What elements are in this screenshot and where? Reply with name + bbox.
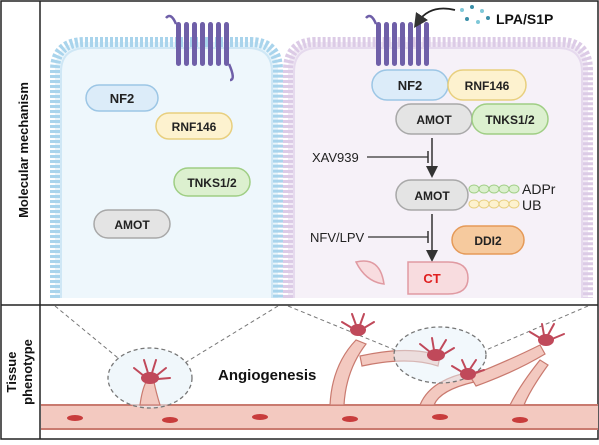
tip-cell-b-icon — [419, 337, 455, 361]
angiogenesis-label: Angiogenesis — [218, 367, 316, 384]
right-amot-modified-pill — [395, 179, 469, 211]
ddi2-label: DDI2 — [474, 234, 502, 248]
inhibitor-nfv-label: NFV/LPV — [310, 230, 365, 245]
tip-cell-c-icon — [451, 359, 485, 380]
right-receptor-icon — [365, 14, 429, 66]
right-tnks-label: TNKS1/2 — [485, 113, 535, 127]
right-amot-modified-label: AMOT — [414, 189, 450, 203]
adpr-label: ADPr — [522, 181, 556, 197]
panel-label-tissue-line2: phenotype — [20, 339, 35, 405]
left-amot-pill — [93, 209, 171, 239]
left-nf2-label: NF2 — [110, 91, 135, 106]
right-rnf146-pill — [447, 69, 527, 101]
ligand-dots-icon — [460, 5, 490, 24]
ligand-binding-arrow — [414, 7, 456, 28]
panel-label-molecular: Molecular mechanism — [16, 82, 31, 218]
right-amot-complex-label: AMOT — [416, 113, 452, 127]
right-sprout-1 — [329, 339, 367, 406]
red-blood-cells-icon — [67, 414, 528, 423]
right-tnks-pill — [471, 103, 549, 135]
tip-cell-d-icon — [529, 323, 565, 346]
right-sprout-4 — [509, 359, 549, 406]
inhibitor-xav939-label: XAV939 — [312, 150, 359, 165]
zoom-line-right-2 — [485, 305, 589, 351]
left-amot-label: AMOT — [114, 218, 150, 232]
left-tnks-label: TNKS1/2 — [187, 176, 237, 190]
ct-shape — [407, 261, 469, 295]
adpr-chain-icon — [468, 184, 520, 194]
right-sprout-3 — [469, 344, 546, 387]
left-receptor-icon — [165, 14, 234, 82]
ub-chain-icon — [468, 199, 520, 209]
ddi2-pill — [451, 225, 525, 255]
cleaved-fragment-icon — [354, 260, 385, 285]
tissue-panel: Angiogenesis — [41, 305, 598, 430]
left-rnf146-pill — [155, 112, 233, 140]
left-rnf146-label: RNF146 — [172, 120, 217, 134]
panel-label-tissue-line1: Tissue — [4, 352, 19, 393]
left-tip-cell-icon — [133, 359, 171, 384]
blood-vessel — [41, 405, 598, 429]
left-tnks-pill — [173, 167, 251, 197]
right-cell: LPA/S1P NF2 RNF146 AMOT TNKS1/2 XAV939 A… — [283, 5, 593, 298]
right-nf2-label: NF2 — [398, 78, 423, 93]
left-nf2-pill — [85, 84, 159, 112]
ub-label: UB — [522, 197, 541, 213]
ct-label: CT — [423, 271, 440, 286]
zoom-line-right-1 — [287, 305, 401, 353]
tip-cell-a-icon — [341, 313, 375, 336]
right-rnf146-label: RNF146 — [465, 79, 510, 93]
ligand-label: LPA/S1P — [496, 11, 553, 27]
left-cell: NF2 RNF146 TNKS1/2 AMOT — [50, 14, 283, 298]
zoom-line-left-2 — [182, 305, 279, 365]
